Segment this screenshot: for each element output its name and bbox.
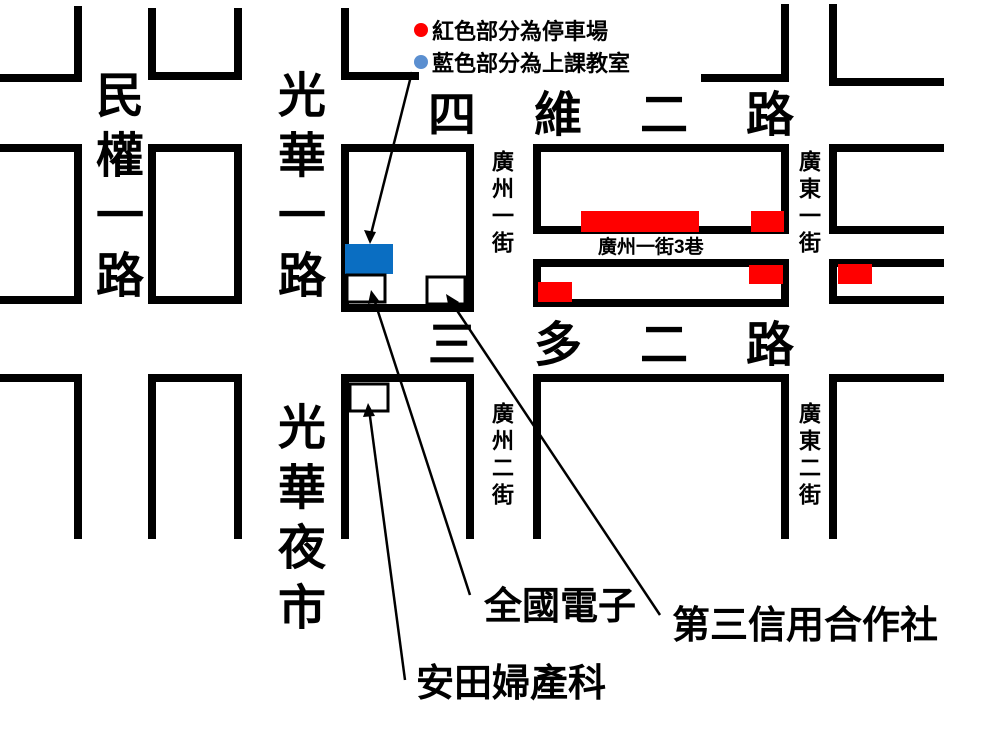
legend-classroom-text: 藍色部分為上課教室: [432, 51, 631, 76]
block-r3-c3: [341, 374, 474, 539]
block-r2-c2: [148, 144, 242, 304]
landmark-electronics-label: 全國電子: [484, 586, 637, 628]
road-label-guangdong1: 廣東一街: [796, 150, 821, 258]
block-r1-c1: [0, 6, 82, 82]
landmark-clinic-label: 安田婦產科: [416, 663, 607, 705]
road-label-guanghua: 光華一路: [270, 70, 323, 310]
road-label-minquan: 民權一路: [88, 70, 141, 310]
credit-union-building: [425, 275, 467, 306]
classroom-pointer: [368, 71, 414, 239]
parking-lot-sanduo-west: [538, 282, 572, 302]
legend-parking: 紅色部分為停車場: [414, 14, 608, 46]
classroom-pointer-arrowhead: [364, 230, 376, 244]
block-r1-c2: [148, 8, 242, 80]
parking-lot-sanduo-east: [749, 265, 783, 284]
block-r2-c1: [0, 144, 82, 304]
parking-lot-alley-center: [581, 211, 699, 232]
parking-lot-guangdong: [838, 264, 872, 284]
block-r3-c1: [0, 374, 82, 539]
block-r2-c4-south: [533, 259, 789, 307]
electronics-building: [348, 382, 390, 413]
clinic-pointer: [371, 295, 472, 596]
road-label-sanduo: 三多二路: [428, 319, 853, 372]
legend-classroom: 藍色部分為上課教室: [414, 46, 630, 78]
night-market-label: 光華夜市: [270, 402, 323, 642]
road-label-weier: 四維二路: [428, 89, 853, 142]
blue-dot-icon: [414, 55, 428, 69]
block-r3-c5: [829, 374, 944, 539]
legend-parking-text: 紅色部分為停車場: [432, 19, 609, 44]
block-r1-c3: [341, 8, 419, 80]
road-label-guangdong2: 廣東二街: [796, 402, 821, 510]
landmark-credit-union-label: 第三信用合作社: [672, 605, 939, 647]
road-label-guangzhou1: 廣州一街: [489, 150, 514, 258]
block-r1-c5: [829, 4, 944, 86]
block-r2-c3: [341, 144, 474, 312]
road-label-alley: 廣州一街3巷: [598, 237, 704, 258]
clinic-building: [345, 273, 387, 304]
block-r1-c4: [701, 4, 789, 82]
red-dot-icon: [414, 23, 428, 37]
parking-lot-alley-east: [751, 211, 784, 232]
block-r3-c4: [533, 374, 789, 539]
electronics-pointer-arrowhead: [363, 403, 375, 417]
block-r3-c2: [148, 374, 242, 539]
block-r2-c5-south: [829, 259, 944, 304]
electronics-pointer: [367, 408, 407, 681]
clinic-pointer-arrowhead: [368, 290, 380, 304]
credit-union-pointer-arrowhead: [446, 294, 459, 309]
block-r2-c5-north: [829, 144, 944, 234]
road-label-guangzhou2: 廣州二街: [489, 402, 514, 510]
classroom-marker: [345, 244, 393, 274]
credit-union-pointer: [448, 299, 662, 616]
